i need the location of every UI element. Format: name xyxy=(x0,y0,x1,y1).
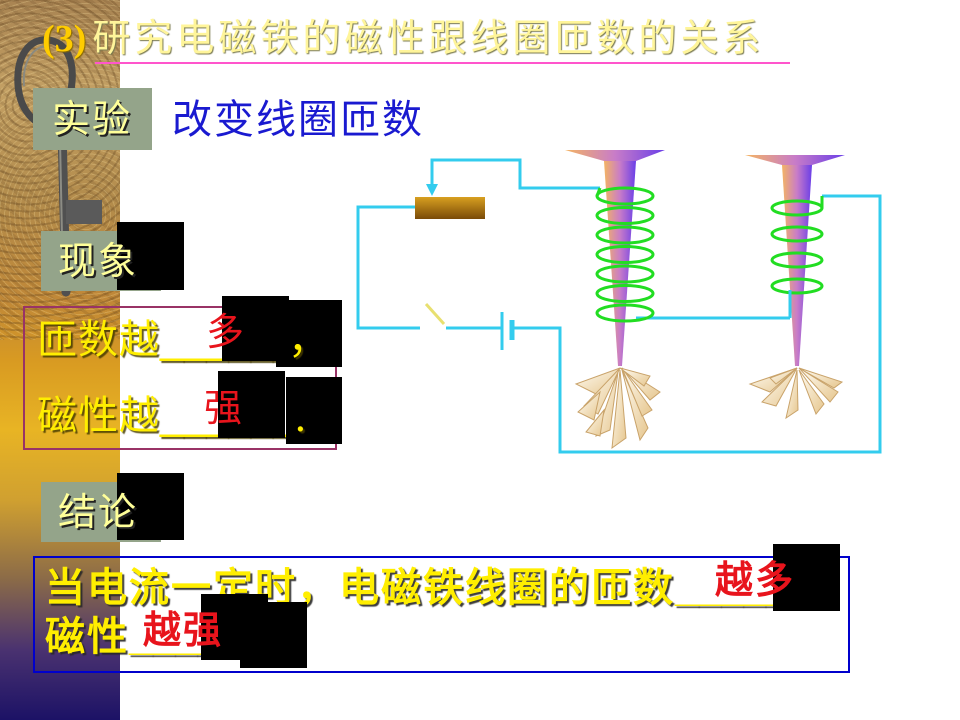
answer-mask xyxy=(240,602,307,668)
experiment-description: 改变线圈匝数 xyxy=(172,97,424,143)
rheostat xyxy=(415,197,485,219)
hook-loop-highlight xyxy=(22,45,49,87)
title-underline xyxy=(95,62,790,64)
pin xyxy=(585,408,605,437)
coil-1-turn xyxy=(595,264,655,284)
coil-1-turn xyxy=(595,225,655,245)
circuit-diagram xyxy=(356,150,882,454)
answer-mask xyxy=(276,300,342,367)
coil-2-turn xyxy=(770,225,824,243)
phenomenon-label: 现象 xyxy=(58,239,139,283)
electromagnet-2 xyxy=(745,155,845,366)
answer-mask xyxy=(773,544,840,611)
coil-1-turn xyxy=(595,303,655,323)
coil-2-turn xyxy=(770,277,824,295)
wire-right-loop xyxy=(512,194,882,454)
title-text: 研究电磁铁的磁性跟线圈匝数的关系 xyxy=(92,16,765,60)
experiment-label-box xyxy=(33,88,152,150)
phenomenon-line-2-prefix: 磁性越 xyxy=(37,393,160,439)
wire-slider-to-coil xyxy=(430,158,600,192)
slide-title: (3)研究电磁铁的磁性跟线圈匝数的关系 xyxy=(42,14,764,62)
pins-cluster-1 xyxy=(574,367,661,450)
pin xyxy=(621,367,653,417)
pin xyxy=(798,367,844,389)
conclusion-frame xyxy=(33,556,850,673)
switch-blade xyxy=(424,302,446,326)
coil-1-turn xyxy=(595,186,655,206)
hook-bit xyxy=(66,200,102,224)
coil-1 xyxy=(595,186,655,323)
pin xyxy=(798,369,825,415)
electromagnet-2-head xyxy=(745,155,845,165)
coil-1-turn xyxy=(595,284,655,303)
answer-mask xyxy=(286,377,342,444)
coil-2-turn xyxy=(770,251,824,269)
conclusion-label-mask xyxy=(117,473,184,540)
phenomenon-line-2-answer: 强 xyxy=(204,386,245,430)
conclusion-line-1-prefix: 当电流一定时，电磁铁线圈的匝数 xyxy=(45,565,675,611)
phenomenon-line-2-end: . xyxy=(294,395,307,441)
experiment-label: 实验 xyxy=(52,97,133,141)
pins-cluster-2 xyxy=(748,367,844,420)
pin xyxy=(611,369,627,450)
conclusion-line-2-answer: 越强 xyxy=(143,608,224,652)
conclusion-line-1: 当电流一定时，电磁铁线圈的匝数______ xyxy=(45,566,808,610)
title-number: (3) xyxy=(42,18,87,60)
coil-1-turn xyxy=(595,206,655,225)
coil-2 xyxy=(770,196,824,318)
electromagnet-1-head xyxy=(565,150,665,161)
pin xyxy=(785,369,799,420)
conclusion-line-1-answer: 越多 xyxy=(715,558,796,602)
phenomenon-line-1-answer: 多 xyxy=(206,310,247,354)
pin xyxy=(798,367,839,403)
pin xyxy=(577,390,601,421)
coil-2-turn xyxy=(770,199,824,217)
phenomenon-label-mask xyxy=(117,222,184,290)
pin xyxy=(761,367,798,407)
pin xyxy=(619,367,651,387)
answer-mask xyxy=(218,371,285,438)
pin xyxy=(769,367,798,385)
conclusion-line-2-prefix: 磁性 xyxy=(45,614,129,660)
conclusion-label: 结论 xyxy=(58,490,139,534)
coil-1-turn xyxy=(595,245,655,264)
phenomenon-line-1-end: ， xyxy=(288,317,328,363)
slider-arrow xyxy=(426,184,438,196)
wire-left-loop xyxy=(356,205,420,330)
phenomenon-line-1-prefix: 匝数越 xyxy=(37,317,160,363)
